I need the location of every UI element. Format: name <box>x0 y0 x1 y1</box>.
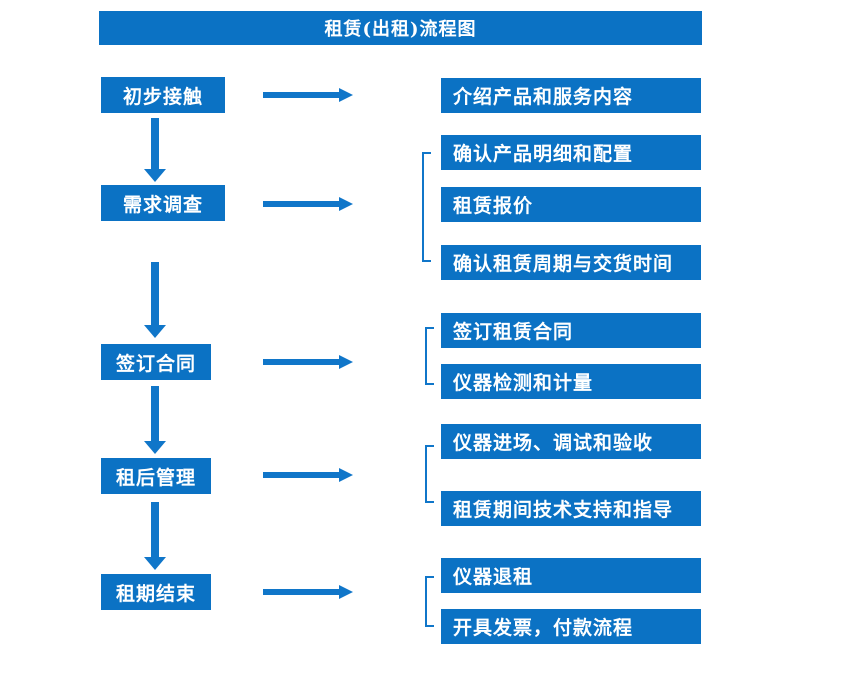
arrow-shaft <box>151 386 159 442</box>
detail-box-4-1: 仪器进场、调试和验收 <box>441 424 701 459</box>
detail-box-4-2: 租赁期间技术支持和指导 <box>441 491 701 526</box>
detail-box-1-1: 介绍产品和服务内容 <box>441 78 701 113</box>
arrow-down-icon-2 <box>144 262 166 338</box>
arrow-down-icon-3 <box>144 386 166 454</box>
arrow-right-icon-1 <box>263 88 353 102</box>
arrow-head <box>144 557 166 570</box>
arrow-shaft <box>151 118 159 170</box>
stage-box-1: 初步接触 <box>101 77 225 113</box>
group-bracket-2 <box>422 152 431 262</box>
group-bracket-5 <box>425 576 434 627</box>
arrow-head <box>339 468 353 482</box>
arrow-shaft <box>263 472 339 478</box>
arrow-right-icon-2 <box>263 197 353 211</box>
arrow-shaft <box>263 201 339 207</box>
detail-box-3-2: 仪器检测和计量 <box>441 364 701 399</box>
arrow-head <box>339 197 353 211</box>
stage-box-2: 需求调查 <box>101 185 225 221</box>
group-bracket-4 <box>425 445 434 503</box>
diagram-title-bar: 租赁(出租)流程图 <box>99 11 702 45</box>
arrow-head <box>339 355 353 369</box>
arrow-head <box>144 441 166 454</box>
detail-box-5-2: 开具发票，付款流程 <box>441 609 701 644</box>
arrow-right-icon-5 <box>263 585 353 599</box>
arrow-head <box>339 585 353 599</box>
arrow-shaft <box>263 92 339 98</box>
arrow-shaft <box>263 589 339 595</box>
stage-box-4: 租后管理 <box>101 458 211 494</box>
arrow-shaft <box>151 262 159 326</box>
stage-box-5: 租期结束 <box>101 574 211 610</box>
stage-box-3: 签订合同 <box>101 344 211 380</box>
detail-box-3-1: 签订租赁合同 <box>441 313 701 348</box>
arrow-right-icon-3 <box>263 355 353 369</box>
detail-box-2-3: 确认租赁周期与交货时间 <box>441 245 701 280</box>
arrow-shaft <box>151 502 159 558</box>
arrow-down-icon-1 <box>144 118 166 182</box>
detail-box-2-1: 确认产品明细和配置 <box>441 135 701 170</box>
arrow-right-icon-4 <box>263 468 353 482</box>
detail-box-5-1: 仪器退租 <box>441 558 701 593</box>
diagram-title: 租赁(出租)流程图 <box>324 19 477 40</box>
arrow-head <box>144 325 166 338</box>
group-bracket-3 <box>425 327 434 385</box>
arrow-head <box>339 88 353 102</box>
arrow-shaft <box>263 359 339 365</box>
detail-box-2-2: 租赁报价 <box>441 187 701 222</box>
arrow-down-icon-4 <box>144 502 166 570</box>
arrow-head <box>144 169 166 182</box>
